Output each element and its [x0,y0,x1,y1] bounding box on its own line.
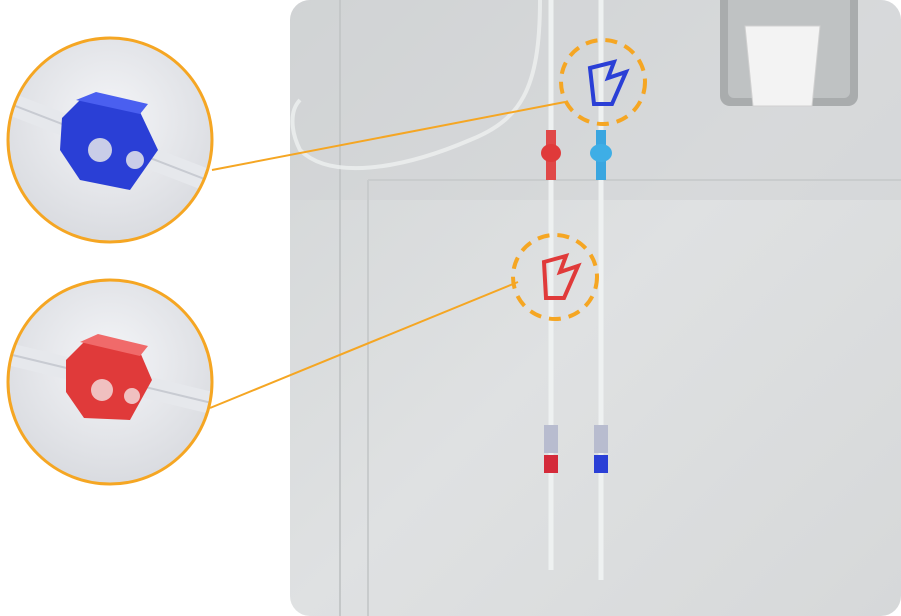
red-clamp-icon [66,334,152,420]
blue-connector [590,130,612,180]
blue-luer [594,425,608,473]
blue-clamp-zoom [6,36,214,244]
red-luer [544,425,558,473]
red-clamp-small-icon [541,253,582,300]
blue-clamp-small-icon [587,59,630,106]
blue-clamp-icon [60,92,158,190]
red-callout-line [209,281,519,409]
blue-callout-line [211,101,566,171]
red-connector [541,130,561,180]
photo-panel [290,0,901,616]
red-clamp-highlight [511,233,599,321]
blue-clamp-highlight [559,38,647,126]
red-clamp-zoom [6,278,214,486]
cup-niche [720,0,858,107]
